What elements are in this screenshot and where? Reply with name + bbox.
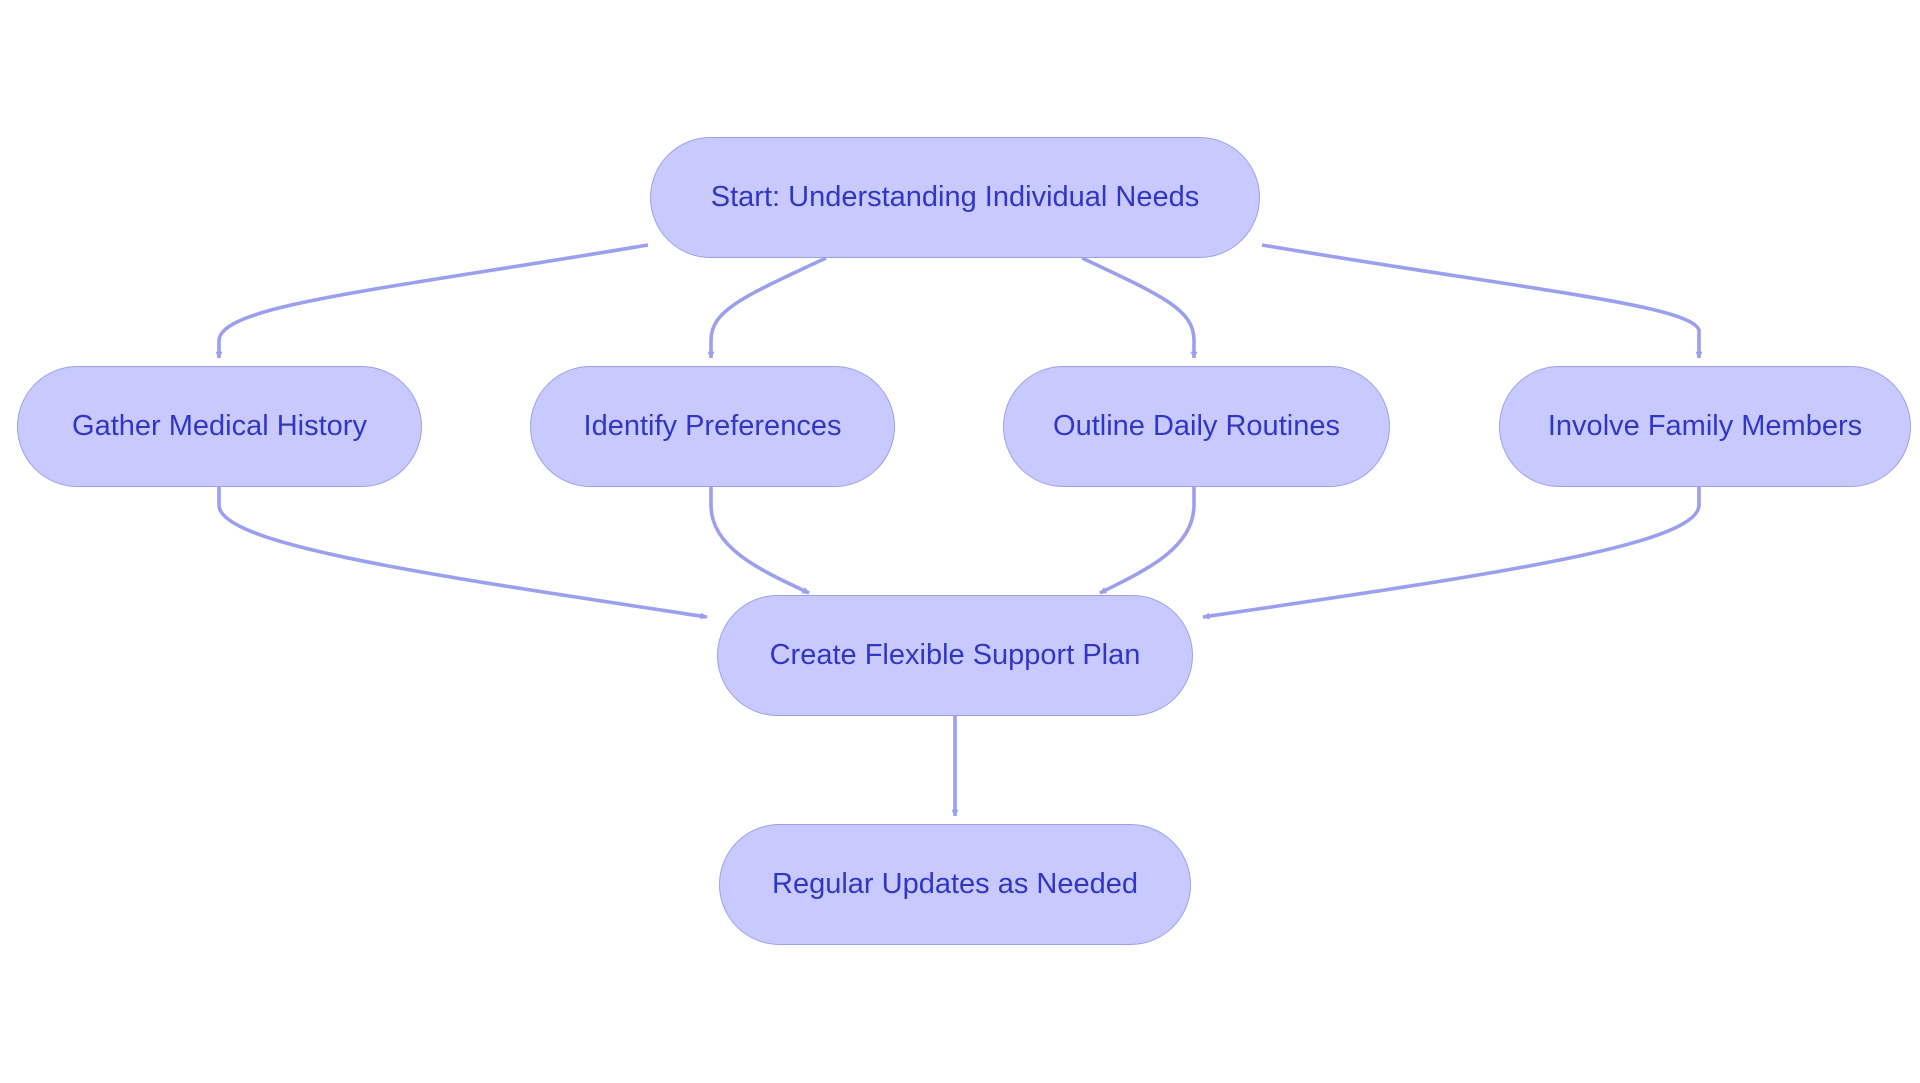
- edge-start-preferences: [707, 256, 827, 359]
- edge-routines-plan: [1099, 487, 1196, 595]
- node-start: Start: Understanding Individual Needs: [650, 137, 1260, 258]
- node-outline-daily-routines: Outline Daily Routines: [1003, 366, 1390, 487]
- edge-medical-plan: [217, 487, 708, 620]
- node-involve-family-members: Involve Family Members: [1499, 366, 1911, 487]
- edge-family-plan: [1202, 487, 1701, 620]
- edge-preferences-plan: [709, 487, 810, 595]
- edge-start-medical: [215, 243, 649, 359]
- node-gather-medical-history: Gather Medical History: [17, 366, 422, 487]
- node-regular-updates: Regular Updates as Needed: [719, 824, 1191, 945]
- node-create-flexible-support-plan: Create Flexible Support Plan: [717, 595, 1193, 716]
- node-identify-preferences: Identify Preferences: [530, 366, 895, 487]
- edge-start-routines: [1081, 256, 1198, 359]
- edge-start-family: [1261, 243, 1703, 359]
